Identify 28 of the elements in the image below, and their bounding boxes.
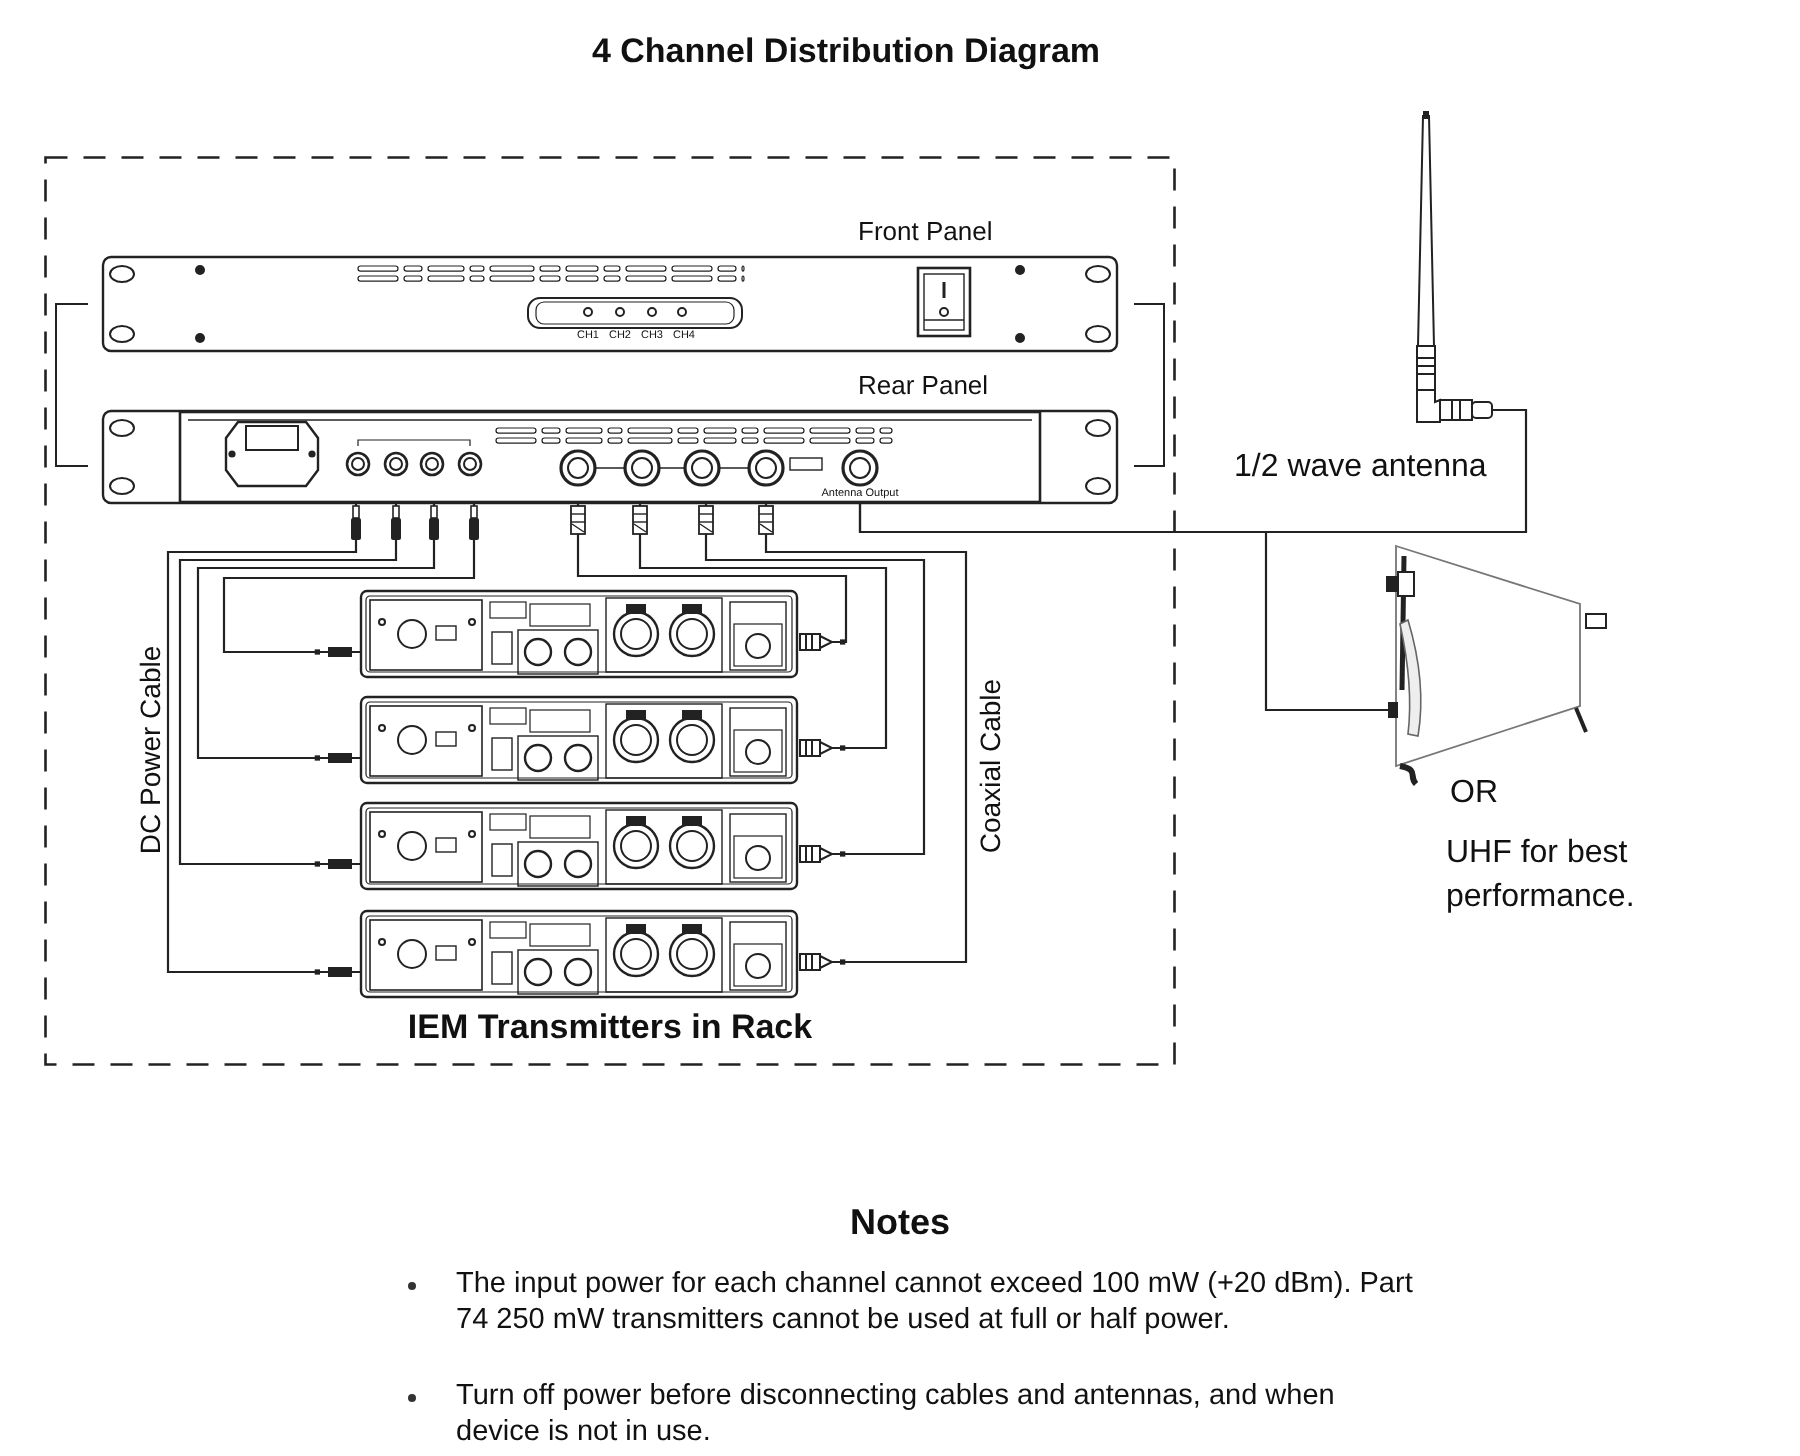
cable-line — [576, 504, 848, 645]
cable-label: Coaxial Cable — [973, 678, 1007, 854]
cable-label: DC Power Cable — [133, 645, 167, 855]
cable-line — [222, 504, 476, 655]
antenna-caption: 1/2 wave antenna — [1234, 448, 1487, 488]
section-heading: IEM Transmitters in Rack — [405, 1008, 815, 1048]
cable-line — [704, 504, 926, 857]
panel-heading: Front Panel — [858, 218, 993, 248]
cable-line — [178, 504, 398, 867]
transmitter — [320, 910, 840, 1000]
diagram-title: 4 Channel Distribution Diagram — [591, 32, 1101, 72]
cable-line — [858, 504, 1376, 712]
transmitter — [320, 802, 840, 892]
cable-line — [166, 504, 358, 975]
transmitter — [320, 696, 840, 786]
cable-line — [764, 504, 968, 965]
rack-panel — [102, 216, 1118, 352]
rack-panel — [102, 372, 1118, 504]
antenna-caption: UHF for best performance. — [1446, 834, 1637, 918]
cable-line — [196, 504, 436, 761]
notes-heading: Notes — [850, 1202, 950, 1244]
transmitter — [320, 590, 840, 680]
rack-enclosure — [44, 156, 1176, 1066]
note-text: The input power for each channel cannot exceed 100 mW (+20 dBm). Part 74 250 mW transmitters cannot be used at full or half power. — [456, 1268, 1415, 1338]
note-text: Turn off power before disconnecting cables and antennas, and when device is not in use. — [456, 1380, 1337, 1450]
cable-line — [638, 504, 888, 751]
panel-heading: Rear Panel — [858, 372, 989, 402]
alternative-label: OR — [1450, 774, 1498, 814]
